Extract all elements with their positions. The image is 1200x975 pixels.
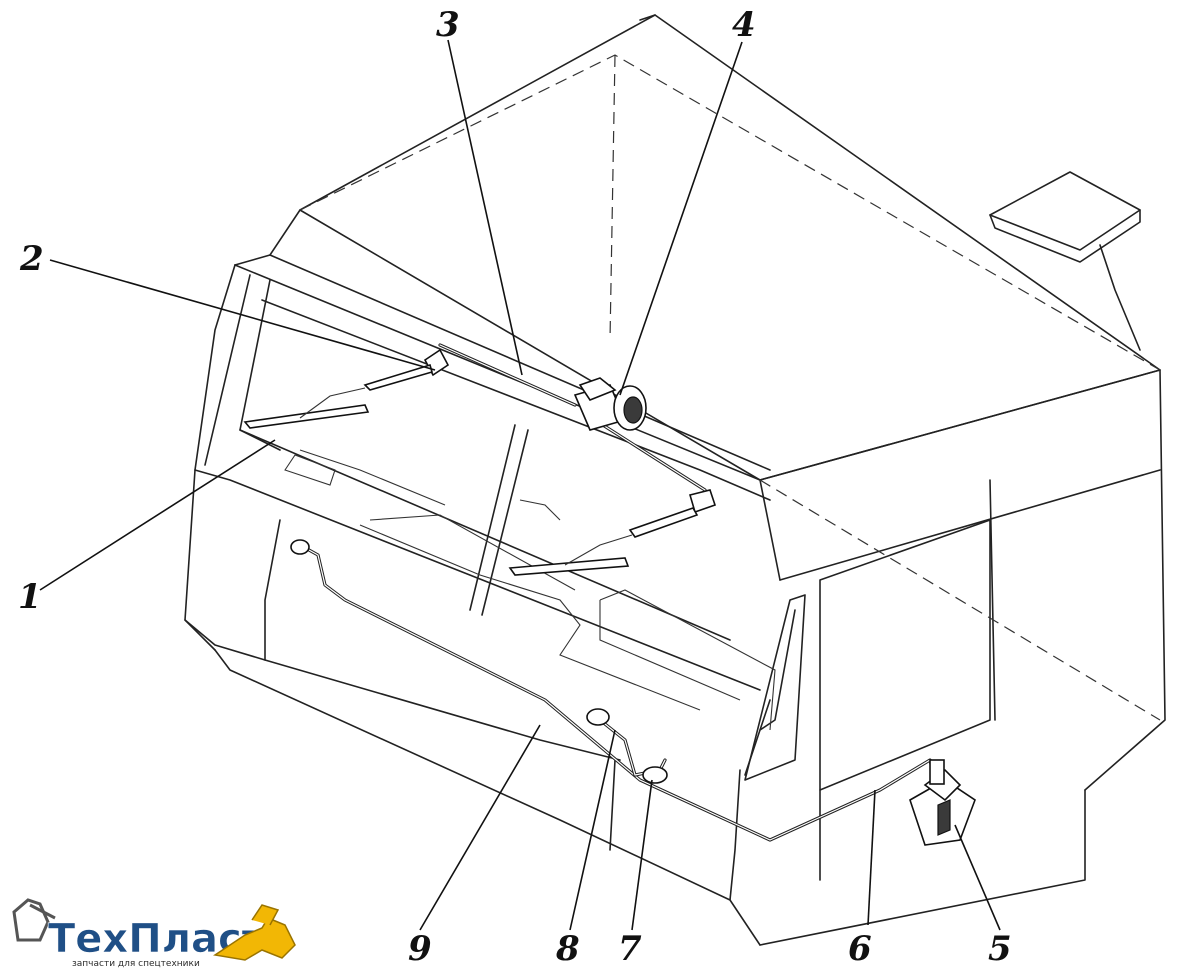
leader-lines <box>39 39 1001 931</box>
wiper-linkage-rod <box>438 343 707 492</box>
part-number-6: 6 <box>848 929 872 969</box>
washer-reservoir <box>909 759 976 846</box>
washer-hose <box>290 539 937 842</box>
cab-outline <box>184 14 1166 946</box>
logo-tagline: запчасти для спецтехники <box>72 959 200 969</box>
right-wiper-arm <box>508 489 717 576</box>
excavator-arm-icon <box>12 898 56 942</box>
part-number-7: 7 <box>618 929 642 969</box>
part-number-2: 2 <box>19 239 44 279</box>
part-number-1: 1 <box>18 577 42 617</box>
excavator-bucket-icon <box>213 904 296 961</box>
part-number-5: 5 <box>988 929 1012 969</box>
brand-logo: ТехПласт запчасти для спецтехники <box>12 898 296 969</box>
wiper-motor <box>573 377 647 431</box>
part-number-labels: 1 2 3 4 5 6 7 8 9 <box>18 5 1012 969</box>
part-number-8: 8 <box>555 929 580 969</box>
part-number-9: 9 <box>408 929 432 969</box>
hidden-edges <box>299 54 1161 721</box>
part-number-4: 4 <box>732 5 756 45</box>
left-wiper-arm <box>243 348 450 429</box>
part-number-3: 3 <box>436 5 460 45</box>
